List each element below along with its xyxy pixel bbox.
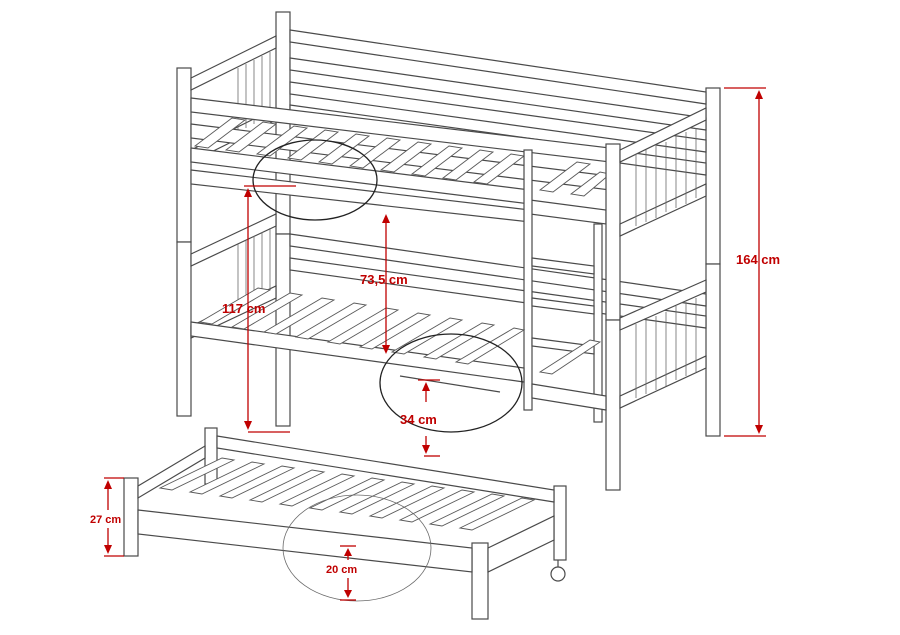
lower-slats: [198, 287, 602, 375]
bunk-bed: [176, 11, 721, 491]
dimension-label-34: 34 cm: [400, 412, 437, 427]
ladder: [523, 149, 603, 423]
front-left-post: [176, 67, 192, 243]
dimension-trundle-height: 27 cm: [90, 477, 124, 557]
trundle-left-post: [123, 477, 139, 557]
dimension-total-height: 164 cm: [724, 87, 780, 437]
detail-circle-lower: [379, 333, 523, 433]
trundle-front-panel: [137, 509, 473, 573]
caster-wheel-icon: [550, 566, 566, 582]
trundle-drawer: [123, 427, 567, 620]
detail-circle-upper: [252, 139, 378, 221]
trundle-right-post: [471, 542, 489, 620]
detail-circle-trundle: [282, 494, 432, 602]
dimension-trundle-rail: 20 cm: [326, 545, 357, 601]
dimension-bed-clearance: 73,5 cm: [360, 214, 408, 354]
upper-slats: [193, 117, 612, 197]
dimension-label-73-5: 73,5 cm: [360, 272, 408, 287]
front-right-post: [605, 143, 621, 321]
dimension-label-117: 117 cm: [222, 301, 265, 316]
back-right-post: [705, 87, 721, 265]
dimension-label-164: 164 cm: [736, 252, 780, 267]
dimension-lower-bed-height: 117 cm: [222, 185, 296, 433]
dimension-rail-height: 34 cm: [400, 379, 440, 457]
trundle-slats: [158, 457, 536, 531]
lower-front-rail: [190, 321, 525, 383]
dimension-label-20: 20 cm: [326, 564, 357, 576]
dimension-label-27: 27 cm: [90, 514, 121, 526]
